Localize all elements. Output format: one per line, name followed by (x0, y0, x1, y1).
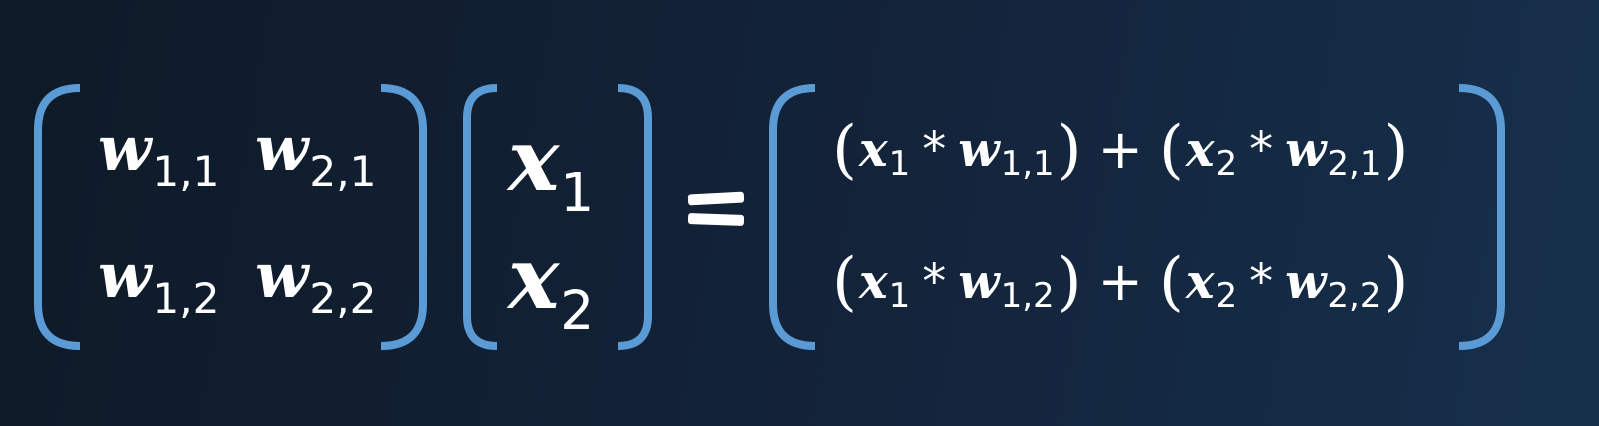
input-var: x (508, 228, 560, 329)
weight-var: w (98, 239, 152, 312)
input-subscript: 2 (560, 280, 595, 343)
close-paren: ) (1056, 245, 1082, 319)
multiply-operator: * (922, 254, 947, 310)
term-var: w (958, 122, 1000, 178)
multiply-operator: * (922, 122, 947, 178)
term-subscript: 1,2 (1000, 276, 1055, 316)
close-paren: ) (1056, 113, 1082, 187)
weight-var: w (98, 112, 152, 185)
weight-var: w (255, 239, 309, 312)
open-paren: ( (1158, 245, 1184, 319)
plus-operator: + (1097, 250, 1143, 313)
weight-matrix-left-bracket (34, 84, 81, 350)
open-paren: ( (832, 113, 857, 187)
equals-sign (687, 191, 746, 233)
open-paren: ( (1158, 113, 1184, 187)
weight-subscript: 1,2 (152, 274, 220, 324)
term-subscript: 2 (1215, 276, 1238, 316)
weight-subscript: 2,1 (309, 147, 377, 197)
input-vector-left-bracket (463, 84, 498, 350)
weight-w12: w1,2 (98, 245, 219, 320)
equals-bar-top (687, 191, 745, 206)
input-var: x (508, 110, 560, 211)
weight-subscript: 2,2 (309, 274, 377, 324)
multiply-operator: * (1249, 122, 1274, 178)
term-var: w (958, 254, 1000, 310)
equals-bar-bottom (687, 213, 745, 226)
result-vector-left-bracket (769, 84, 816, 350)
plus-operator: + (1097, 118, 1143, 181)
term-subscript: 1,1 (1000, 144, 1055, 184)
multiply-operator: * (1249, 254, 1274, 310)
term-var: w (1285, 122, 1327, 178)
input-subscript: 1 (560, 162, 595, 225)
input-x2: x2 (508, 236, 594, 339)
term-subscript: 2,1 (1327, 144, 1382, 184)
term-var: x (1185, 254, 1215, 310)
term-subscript: 1 (888, 144, 911, 184)
weight-w11: w1,1 (98, 118, 219, 193)
term-subscript: 2,2 (1327, 276, 1382, 316)
result-vector-right-bracket (1458, 84, 1505, 350)
close-paren: ) (1383, 113, 1409, 187)
close-paren: ) (1383, 245, 1409, 319)
term-var: w (1285, 254, 1327, 310)
weight-subscript: 1,1 (152, 147, 220, 197)
term-var: x (858, 254, 888, 310)
weight-w21: w2,1 (255, 118, 376, 193)
input-x1: x1 (508, 118, 594, 221)
weight-var: w (255, 112, 309, 185)
term-subscript: 1 (888, 276, 911, 316)
input-vector-right-bracket (617, 84, 652, 350)
weight-w22: w2,2 (255, 245, 376, 320)
term-var: x (858, 122, 888, 178)
weight-matrix-right-bracket (380, 84, 427, 350)
term-subscript: 2 (1215, 144, 1238, 184)
open-paren: ( (832, 245, 857, 319)
term-var: x (1185, 122, 1215, 178)
